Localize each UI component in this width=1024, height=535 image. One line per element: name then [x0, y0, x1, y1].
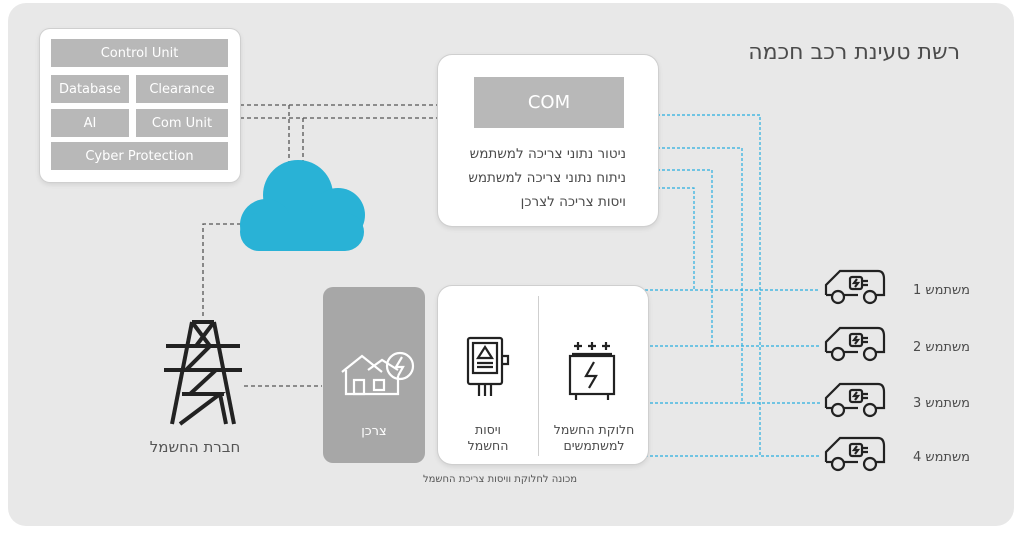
power-tower-icon — [164, 320, 242, 426]
diagram-title: רשת טעינת רכב חכמה — [748, 40, 960, 65]
regulation-label-line2: החשמל — [467, 438, 509, 453]
regulation-label: ויסות החשמל — [445, 422, 531, 454]
clearance-chip: Clearance — [136, 75, 228, 103]
distribution-label: חלוקת החשמל למשתמשים — [542, 422, 646, 454]
com-unit-chip: Com Unit — [136, 109, 228, 137]
com-chip: COM — [474, 77, 624, 128]
com-line-regulation: ויסות צריכה לצרכן — [520, 194, 626, 210]
card-divider — [538, 296, 539, 456]
user-label-3: משתמש 3 — [912, 396, 970, 411]
com-line-monitoring: ניטור נתוני צריכה למשתמש — [469, 146, 626, 162]
cloud-icon — [240, 160, 365, 251]
distribution-label-line1: חלוקת החשמל — [553, 422, 635, 437]
cyber-protection-chip: Cyber Protection — [51, 142, 228, 170]
user-label-4: משתמש 4 — [912, 450, 970, 465]
electric-company-label: חברת החשמל — [149, 438, 241, 456]
database-chip: Database — [51, 75, 129, 103]
control-unit-chip: Control Unit — [51, 39, 228, 67]
electric-car-icon — [824, 436, 886, 472]
transformer-icon — [568, 342, 616, 400]
consumer-label: צרכן — [361, 424, 387, 439]
electric-car-icon — [824, 326, 886, 362]
user-label-2: משתמש 2 — [912, 340, 970, 355]
regulation-label-line1: ויסות — [475, 422, 501, 437]
electric-meter-icon — [466, 336, 510, 396]
electric-car-icon — [824, 382, 886, 418]
com-line-analysis: ניתוח נתוני צריכה למשתמש — [468, 170, 626, 186]
distribution-label-line2: למשתמשים — [563, 438, 625, 453]
ai-chip: AI — [51, 109, 129, 137]
house-lightning-icon — [341, 351, 415, 396]
electric-car-icon — [824, 269, 886, 305]
machine-caption: מכונה לחלוקת וויסות צריכת החשמל — [422, 474, 578, 485]
user-label-1: משתמש 1 — [912, 283, 970, 298]
